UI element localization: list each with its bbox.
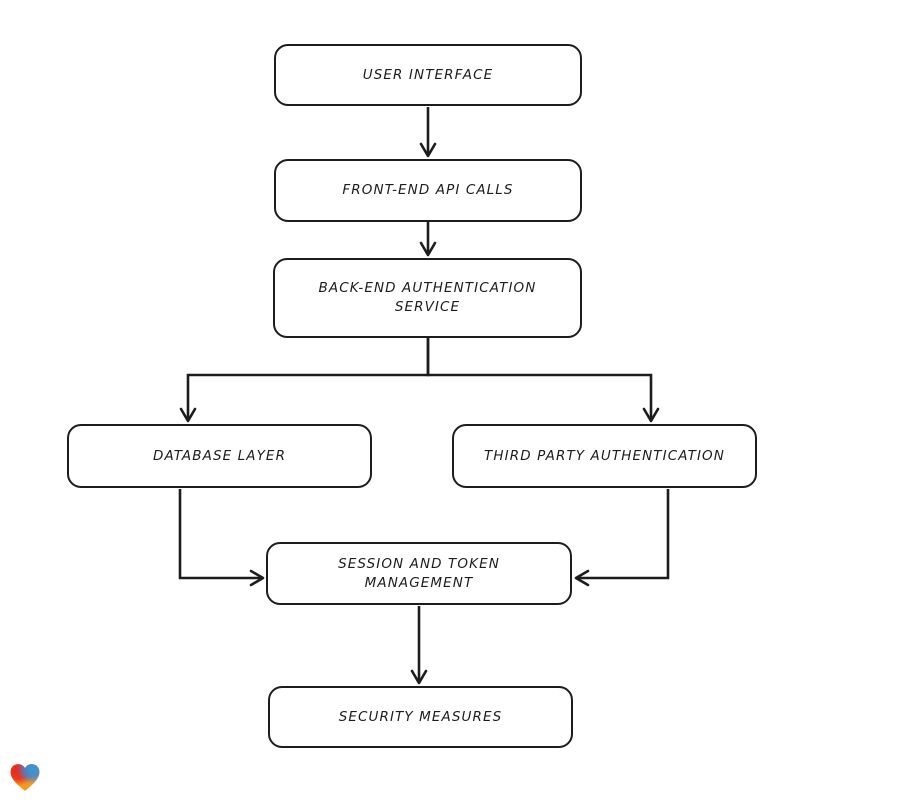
node-user-interface: USER INTERFACE <box>274 44 582 106</box>
node-front-end-api-calls: FRONT-END API CALLS <box>274 159 582 222</box>
node-database-layer-label: DATABASE LAYER <box>152 447 287 464</box>
node-security-measures-label: SECURITY MEASURES <box>338 708 503 725</box>
node-session-and-token-management: SESSION AND TOKEN MANAGEMENT <box>266 542 572 605</box>
node-session-and-token-management-label: SESSION AND TOKEN MANAGEMENT <box>338 555 500 591</box>
heart-gradient-logo-icon[interactable] <box>8 761 42 794</box>
node-third-party-authentication-label: THIRD PARTY AUTHENTICATION <box>484 447 725 464</box>
edge-back-end-to-database-layer <box>179 338 430 423</box>
node-third-party-authentication: THIRD PARTY AUTHENTICATION <box>452 424 757 488</box>
node-security-measures: SECURITY MEASURES <box>268 686 573 748</box>
edge-database-layer-to-session <box>178 489 265 587</box>
node-database-layer: DATABASE LAYER <box>67 424 372 488</box>
edge-third-party-to-session <box>574 489 670 587</box>
node-back-end-authentication-service: BACK-END AUTHENTICATION SERVICE <box>273 258 582 338</box>
node-user-interface-label: USER INTERFACE <box>362 66 494 83</box>
node-front-end-api-calls-label: FRONT-END API CALLS <box>342 182 514 198</box>
node-back-end-authentication-service-label: BACK-END AUTHENTICATION SERVICE <box>318 280 537 315</box>
edge-back-end-to-third-party <box>426 338 660 423</box>
